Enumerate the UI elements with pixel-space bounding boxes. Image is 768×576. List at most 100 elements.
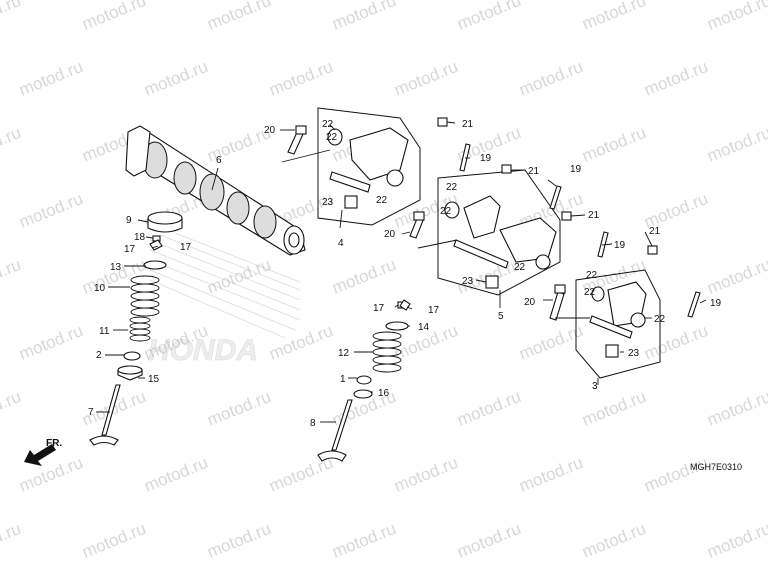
callout-5: 5 <box>498 311 504 322</box>
callout-10: 10 <box>94 283 106 294</box>
watermark-text: motod.ru <box>141 57 210 100</box>
callout-22: 22 <box>376 195 388 206</box>
watermark-text: motod.ru <box>329 519 398 562</box>
watermark-text: motod.ru <box>16 321 85 364</box>
watermark-text: motod.ru <box>0 387 24 430</box>
watermark-text: motod.ru <box>454 519 523 562</box>
callout-19: 19 <box>570 164 582 175</box>
callout-22: 22 <box>514 262 526 273</box>
honda-wing-logo: HONDA <box>148 232 301 367</box>
callout-19: 19 <box>710 298 722 309</box>
callout-14: 14 <box>418 322 430 333</box>
callout-22: 22 <box>446 182 458 193</box>
rocker-arm-assembly-5 <box>409 169 561 296</box>
studs-and-nuts <box>399 117 701 318</box>
callout-17: 17 <box>373 303 385 314</box>
watermark-text: motod.ru <box>704 387 768 430</box>
watermark-text: motod.ru <box>329 255 398 298</box>
callout-21: 21 <box>588 210 600 221</box>
callout-17: 17 <box>180 242 192 253</box>
callout-17: 17 <box>428 305 440 316</box>
watermark-text: motod.ru <box>641 453 710 496</box>
callout-21: 21 <box>649 226 661 237</box>
callout-16: 16 <box>378 388 390 399</box>
watermark-text: motod.ru <box>0 519 24 562</box>
callout-21: 21 <box>528 166 540 177</box>
watermark-text: motod.ru <box>704 0 768 34</box>
callout-1: 1 <box>340 374 346 385</box>
watermark-text: motod.ru <box>579 0 648 34</box>
callout-2: 2 <box>96 350 102 361</box>
watermark-text: motod.ru <box>454 0 523 34</box>
watermark-layer: motod.ru motod.ru motod.ru motod.ru motod.ru… <box>0 0 768 562</box>
honda-wordmark: HONDA <box>148 334 258 367</box>
callout-22: 22 <box>322 119 334 130</box>
watermark-text: motod.ru <box>641 321 710 364</box>
watermark-text: motod.ru <box>579 387 648 430</box>
left-valve-stack <box>89 235 167 446</box>
watermark-text: motod.ru <box>641 57 710 100</box>
front-direction-arrow: FR. <box>24 438 62 466</box>
callout-20: 20 <box>384 229 396 240</box>
watermark-text: motod.ru <box>391 453 460 496</box>
middle-valve-stack <box>317 301 409 462</box>
watermark-text: motod.ru <box>0 0 24 34</box>
watermark-text: motod.ru <box>79 0 148 34</box>
watermark-text: motod.ru <box>0 255 24 298</box>
watermark-text: motod.ru <box>516 453 585 496</box>
watermark-text: motod.ru <box>579 123 648 166</box>
watermark-text: motod.ru <box>204 519 273 562</box>
callout-13: 13 <box>110 262 122 273</box>
callout-8: 8 <box>310 418 316 429</box>
rocker-arm-assembly-4 <box>287 107 421 226</box>
watermark-text: motod.ru <box>516 57 585 100</box>
callout-17: 17 <box>124 244 136 255</box>
callout-23: 23 <box>322 197 334 208</box>
callout-21: 21 <box>462 119 474 130</box>
callout-20: 20 <box>524 297 536 308</box>
rocker-arm-assembly-3 <box>549 269 661 379</box>
watermark-text: motod.ru <box>516 321 585 364</box>
callout-6: 6 <box>216 155 222 166</box>
watermark-text: motod.ru <box>454 387 523 430</box>
callout-23: 23 <box>462 276 474 287</box>
watermark-text: motod.ru <box>704 519 768 562</box>
callout-22: 22 <box>586 270 598 281</box>
watermark-text: motod.ru <box>0 123 24 166</box>
callout-19: 19 <box>480 153 492 164</box>
watermark-text: motod.ru <box>266 57 335 100</box>
callout-12: 12 <box>338 348 350 359</box>
valve-lifter-cap <box>147 211 183 233</box>
callout-22: 22 <box>654 314 666 325</box>
leader-lines <box>96 121 707 423</box>
callout-3: 3 <box>592 381 598 392</box>
diagram-code: MGH7E0310 <box>690 462 742 472</box>
callout-22: 22 <box>326 132 338 143</box>
callout-18: 18 <box>134 232 146 243</box>
watermark-text: motod.ru <box>266 321 335 364</box>
callout-23: 23 <box>628 348 640 359</box>
watermark-text: motod.ru <box>16 57 85 100</box>
callout-11: 11 <box>99 326 110 337</box>
watermark-text: motod.ru <box>141 453 210 496</box>
callout-19: 19 <box>614 240 626 251</box>
fr-label: FR. <box>46 438 62 449</box>
callout-20: 20 <box>264 125 276 136</box>
callout-4: 4 <box>338 238 344 249</box>
callout-22: 22 <box>584 287 596 298</box>
watermark-text: motod.ru <box>704 255 768 298</box>
callout-15: 15 <box>148 374 160 385</box>
watermark-text: motod.ru <box>391 57 460 100</box>
watermark-text: motod.ru <box>704 123 768 166</box>
watermark-text: motod.ru <box>204 0 273 34</box>
watermark-text: motod.ru <box>79 519 148 562</box>
camshaft <box>125 125 306 256</box>
watermark-text: motod.ru <box>579 519 648 562</box>
watermark-text: motod.ru <box>204 387 273 430</box>
callout-labels: 20 22 21 19 21 19 21 21 6 9 18 17 17 13 … <box>88 119 722 429</box>
callout-22: 22 <box>440 206 452 217</box>
callout-7: 7 <box>88 407 94 418</box>
callout-9: 9 <box>126 215 132 226</box>
